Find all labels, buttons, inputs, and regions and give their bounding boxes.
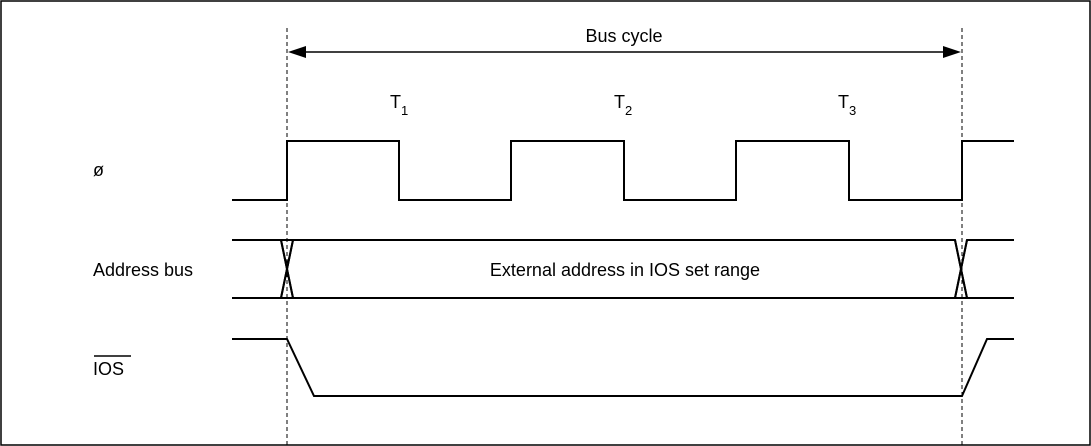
address-bus-waveform [232,239,1014,299]
address-bus-content-label: External address in IOS set range [490,260,760,280]
state-label-t1: T1 [390,92,408,118]
state-label-t2: T2 [614,92,632,118]
clock-waveform [232,140,1014,201]
clock-signal-label: ø [93,160,104,180]
state-label-t3: T3 [838,92,856,118]
address-bus-signal-label: Address bus [93,260,193,280]
ios-waveform [232,338,1014,397]
bus-cycle-arrow [288,46,961,58]
ios-signal-label: IOS [93,359,124,379]
bus-cycle-label: Bus cycle [585,26,662,46]
